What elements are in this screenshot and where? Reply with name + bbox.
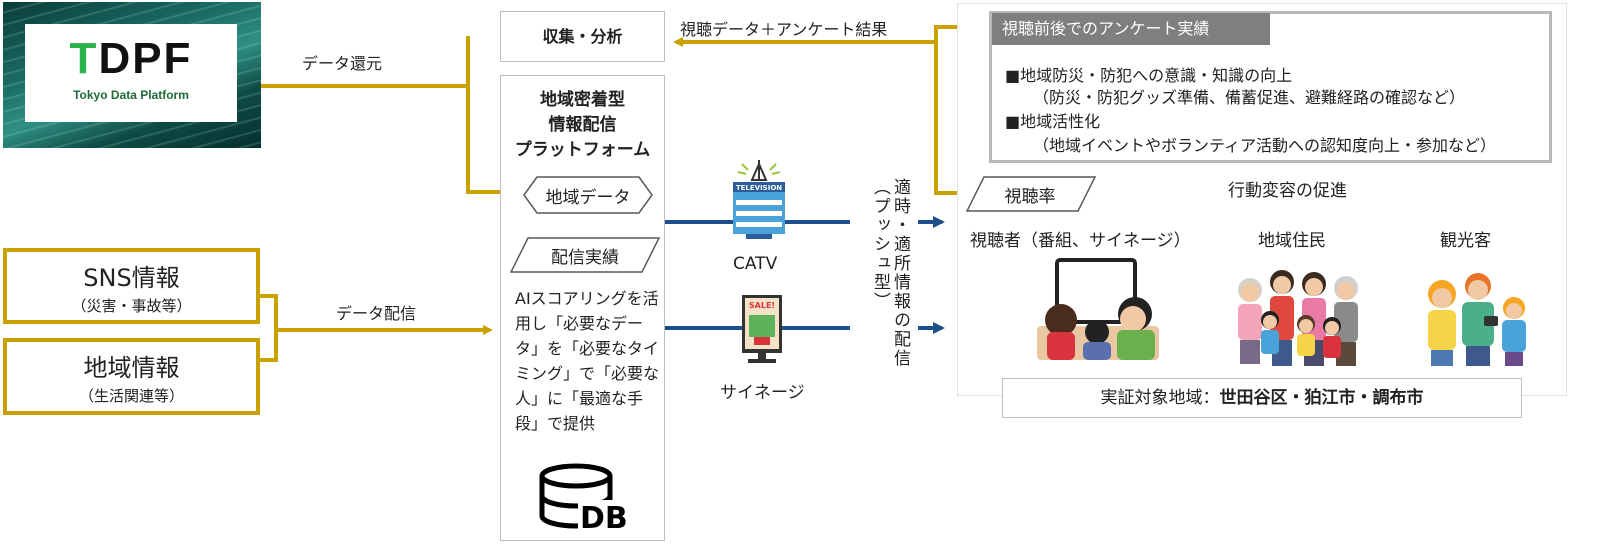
source-sns-box: SNS情報 （災害・事故等） (3, 248, 260, 324)
survey-header: 視聴前後でのアンケート実績 (992, 13, 1270, 45)
tdpf-logo-t: T (69, 34, 99, 83)
data-return-arrow (205, 36, 530, 194)
rating-shape (966, 176, 1096, 212)
tdpf-logo-text: TDPF (69, 34, 193, 83)
audience-group-residents: 地域住民 (1258, 231, 1326, 251)
source-region-subtitle: （生活関連等） (78, 387, 184, 405)
collect-analyze-box: 収集・分析 (500, 11, 665, 62)
residents-illustration (1238, 270, 1358, 366)
tdpf-logo-panel: TDPF Tokyo Data Platform (3, 2, 261, 148)
sources-merge-line (260, 294, 278, 362)
platform-title-line: 地域密着型 (540, 90, 625, 110)
data-delivery-label: データ配信 (336, 304, 417, 323)
source-region-title: 地域情報 (83, 354, 180, 382)
tv-viewers-illustration (1037, 258, 1159, 360)
survey-item-text: 地域防災・防犯への意識・知識の向上 (1020, 66, 1293, 85)
delivery-record-label: 配信実績 (551, 248, 619, 268)
catv-tv-text: TELEVISION (736, 184, 782, 192)
platform-title: 地域密着型 情報配信 プラットフォーム (501, 88, 664, 163)
platform-box: 地域密着型 情報配信 プラットフォーム AIスコアリングを活用し「必要なデータ」… (500, 75, 665, 541)
region-data-hexagon (523, 176, 653, 214)
data-return-label: データ還元 (302, 54, 383, 73)
rating-label: 視聴率 (1004, 187, 1056, 207)
target-region-areas: 世田谷区・狛江市・調布市 (1219, 388, 1424, 408)
delivery-record-shape (510, 237, 660, 273)
target-region-box: 実証対象地域：世田谷区・狛江市・調布市 (1002, 378, 1522, 418)
platform-title-line: 情報配信 (548, 115, 617, 135)
viewing-survey-result-label: 視聴データ＋アンケート結果 (680, 20, 888, 39)
source-sns-title: SNS情報 (83, 264, 180, 292)
source-sns-subtitle: （災害・事故等） (71, 297, 192, 315)
platform-description: AIスコアリングを活用し「必要なデータ」を「必要なタイミング」で「必要な人」に「… (515, 289, 660, 433)
signage-sign-text: SALE! (749, 301, 775, 310)
db-label: DB (580, 501, 628, 532)
tourists-illustration (1428, 273, 1526, 366)
survey-bullet: ■ (1005, 66, 1021, 85)
region-data-label: 地域データ (545, 188, 631, 208)
survey-item-detail: （防災・防犯グッズ準備、備蓄促進、避難経路の確認など） (1033, 88, 1466, 107)
signage-label: サイネージ (720, 383, 805, 403)
tdpf-logo-subtitle: Tokyo Data Platform (73, 88, 189, 102)
survey-item-detail: （地域イベントやボランティア活動への認知度向上・参加など） (1033, 136, 1497, 155)
target-region-prefix: 実証対象地域： (1100, 388, 1220, 408)
television-tower-icon: TELEVISION (733, 160, 785, 239)
database-icon: DB (539, 463, 636, 532)
survey-item: ■地域防災・防犯への意識・知識の向上 (1005, 62, 1292, 86)
tdpf-logo-card: TDPF Tokyo Data Platform (25, 24, 237, 122)
survey-bullet: ■ (1005, 112, 1021, 131)
audience-group-viewers: 視聴者（番組、サイネージ） (970, 231, 1191, 251)
survey-item: ■地域活性化 (1005, 108, 1100, 132)
platform-title-line: プラットフォーム (514, 140, 651, 160)
source-region-box: 地域情報 （生活関連等） (3, 338, 260, 415)
push-delivery-label: 適時・適所情報の配信（プッシュ型） (870, 178, 910, 368)
audience-group-tourists: 観光客 (1440, 231, 1491, 251)
catv-label: CATV (733, 254, 778, 274)
digital-signage-icon: SALE! (742, 295, 782, 363)
survey-item-text: 地域活性化 (1020, 112, 1101, 131)
behavior-change-label: 行動変容の促進 (1228, 181, 1347, 201)
